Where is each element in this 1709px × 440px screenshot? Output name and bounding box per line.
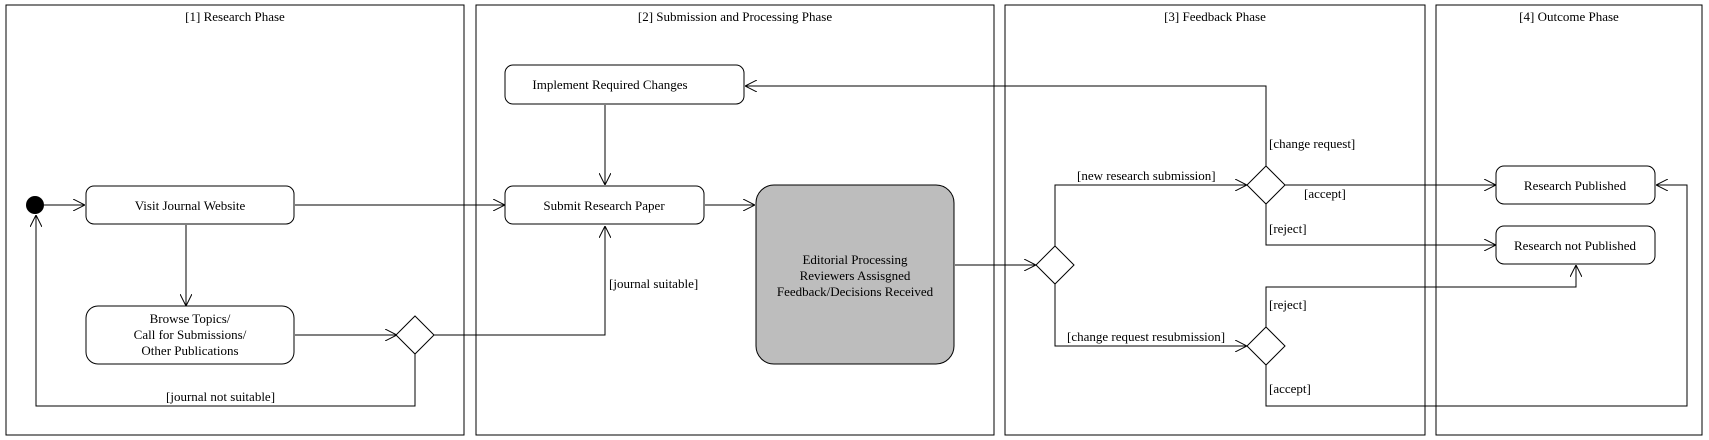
activity-implement-required-changes[interactable]: Implement Required Changes (504, 64, 745, 105)
decision-resubmission-outcome (1246, 326, 1286, 366)
lane-submission (475, 4, 995, 436)
lane-title-submission: [2] Submission and Processing Phase (638, 9, 833, 24)
activity-editorial-line-2: Reviewers Assisgned (800, 268, 911, 283)
guard-accept-top: [accept] (1304, 186, 1346, 201)
guard-reject-top: [reject] (1269, 221, 1307, 236)
lane-outcome (1435, 4, 1703, 436)
lane-feedback (1004, 4, 1426, 436)
activity-editorial-line-3: Feedback/Decisions Received (777, 284, 934, 299)
guard-new-research-submission: [new research submission] (1077, 168, 1216, 183)
lane-title-feedback: [3] Feedback Phase (1164, 9, 1266, 24)
guard-journal-suitable: [journal suitable] (609, 276, 698, 291)
edge-change-request (745, 86, 1267, 166)
edge-change-request-resubmission (1054, 284, 1247, 346)
activity-browse-line-1: Browse Topics/ (150, 311, 231, 326)
activity-submit-research-paper[interactable]: Submit Research Paper (504, 185, 705, 225)
edge-decision-to-submit (434, 226, 605, 336)
activity-visit-journal-website[interactable]: Visit Journal Website (85, 185, 295, 225)
guard-journal-not-suitable: [journal not suitable] (166, 389, 275, 404)
lane-research (5, 4, 465, 436)
edge-reject-top (1265, 204, 1496, 245)
activity-editorial-processing[interactable]: Editorial Processing Reviewers Assisgned… (755, 184, 955, 365)
activity-visit-label: Visit Journal Website (135, 198, 246, 213)
lane-title-research: [1] Research Phase (185, 9, 285, 24)
edge-reject-bottom (1265, 265, 1576, 327)
activity-implement-label: Implement Required Changes (532, 77, 687, 92)
activity-browse-line-3: Other Publications (141, 343, 238, 358)
activity-editorial-line-1: Editorial Processing (802, 252, 908, 267)
guard-change-request-resubmission: [change request resubmission] (1067, 329, 1225, 344)
activity-not-published-label: Research not Published (1514, 238, 1637, 253)
activity-browse-topics[interactable]: Browse Topics/ Call for Submissions/ Oth… (85, 305, 295, 365)
activity-research-not-published[interactable]: Research not Published (1495, 225, 1656, 265)
guard-change-request: [change request] (1269, 136, 1355, 151)
guard-accept-bottom: [accept] (1269, 381, 1311, 396)
activity-browse-line-2: Call for Submissions/ (134, 327, 247, 342)
edge-decision-not-suitable (36, 215, 416, 407)
decision-submission-type (1035, 245, 1075, 285)
lane-title-outcome: [4] Outcome Phase (1519, 9, 1619, 24)
decision-journal-suitability (395, 315, 435, 355)
activity-research-published[interactable]: Research Published (1495, 165, 1656, 205)
activity-submit-label: Submit Research Paper (543, 198, 665, 213)
initial-node (26, 196, 44, 214)
edge-new-research-submission (1054, 185, 1247, 246)
decision-new-research-outcome (1246, 165, 1286, 205)
edge-accept-bottom (1265, 185, 1688, 407)
guard-reject-bottom: [reject] (1269, 297, 1307, 312)
activity-published-label: Research Published (1524, 178, 1627, 193)
